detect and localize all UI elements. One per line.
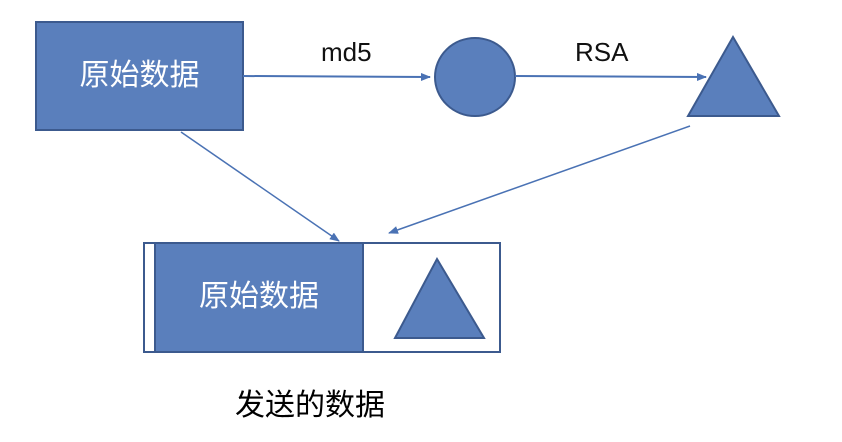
original-data-box — [35, 21, 244, 131]
signature-to-packet-arrow — [388, 125, 691, 234]
rsa-arrow — [514, 72, 707, 81]
md5-label: md5 — [321, 37, 372, 67]
packet-signature-triangle — [393, 256, 486, 339]
packet-data-segment — [154, 242, 364, 353]
md5-arrow — [242, 72, 431, 81]
data-to-packet-arrow — [180, 131, 340, 242]
rsa-label: RSA — [575, 37, 629, 67]
diagram-caption: 发送的数据 — [235, 388, 385, 423]
hash-circle — [434, 37, 516, 117]
packet-data-label: 原始数据 — [199, 279, 319, 314]
signature-triangle — [686, 34, 781, 117]
original-data-label: 原始数据 — [79, 58, 200, 93]
